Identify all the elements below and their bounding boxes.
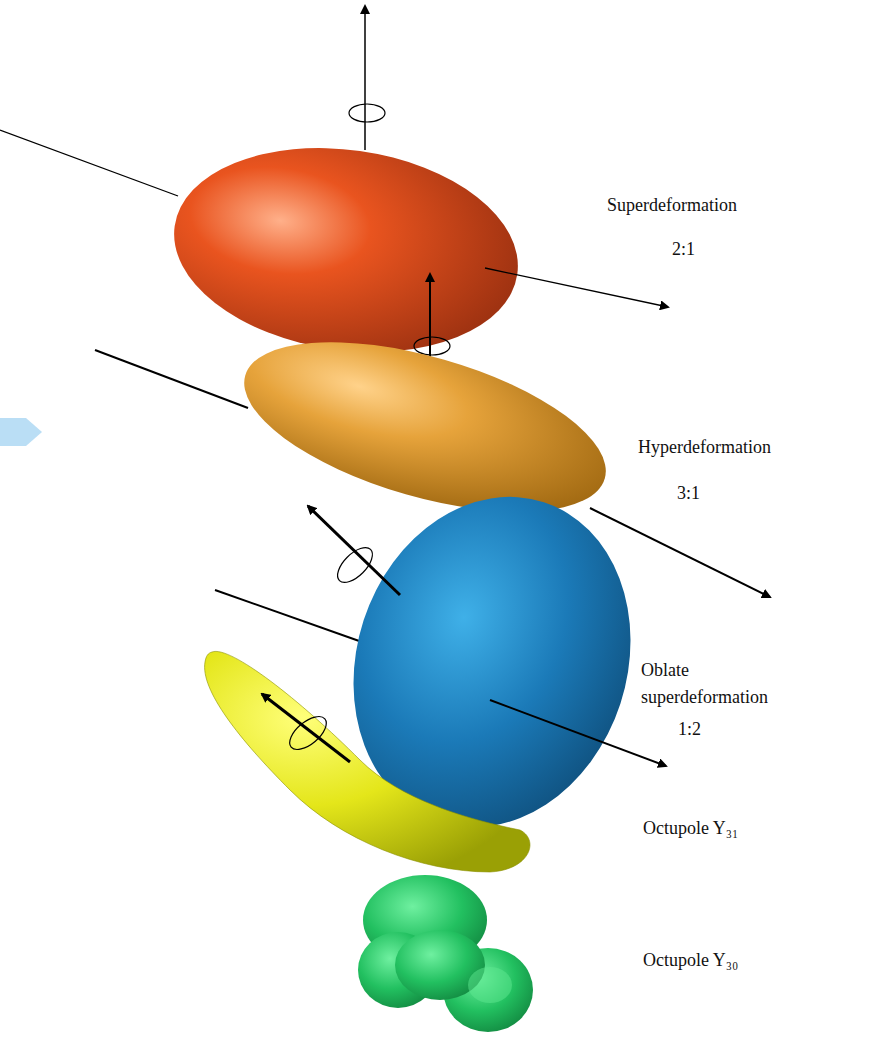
- shape-label: Octupole Y₃₁: [643, 815, 738, 842]
- axis-ratio: 1:2: [678, 716, 701, 743]
- axis-ratio: 2:1: [672, 236, 695, 263]
- axis-ratio: 3:1: [677, 480, 700, 507]
- shape-label: Octupole Y₃₀: [643, 947, 738, 974]
- shape-label: Oblate superdeformation: [641, 657, 806, 711]
- shape-label: Superdeformation: [607, 192, 737, 219]
- shape-label: Hyperdeformation: [638, 434, 771, 461]
